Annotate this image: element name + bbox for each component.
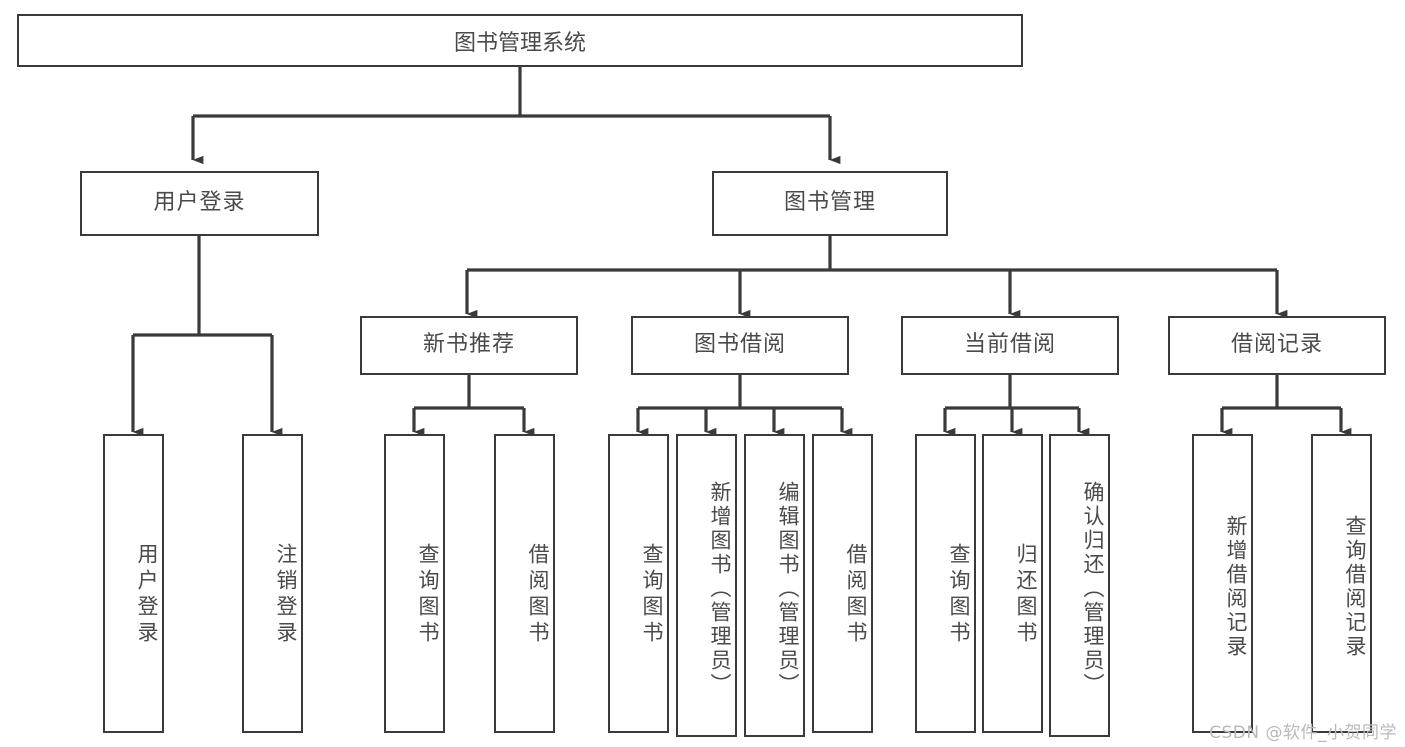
node-label: 查询借阅记录 — [1343, 514, 1367, 659]
node-book-management[interactable]: 图书管理 — [712, 171, 948, 236]
node-label: 新增图书（管理员） — [708, 480, 732, 697]
node-label: 归还图书 — [1014, 542, 1038, 647]
leaf-user-logout[interactable]: 注销登录 — [242, 434, 303, 733]
leaf-current-query-book[interactable]: 查询图书 — [915, 434, 976, 733]
leaf-current-return-book[interactable]: 归还图书 — [982, 434, 1043, 733]
node-label: 查询图书 — [416, 542, 440, 647]
node-label: 查询图书 — [640, 542, 664, 647]
node-label: 借阅图书 — [844, 542, 868, 647]
node-label: 查询图书 — [947, 542, 971, 647]
node-label: 新增借阅记录 — [1224, 514, 1248, 659]
node-label: 编辑图书（管理员） — [776, 480, 800, 697]
leaf-record-add-record[interactable]: 新增借阅记录 — [1192, 434, 1253, 733]
node-label: 用户登录 — [135, 542, 159, 647]
node-root-system[interactable]: 图书管理系统 — [17, 14, 1023, 67]
leaf-borrow-add-book-admin[interactable]: 新增图书（管理员） — [676, 434, 737, 737]
node-label: 用户登录 — [153, 190, 246, 216]
leaf-newbook-query-book[interactable]: 查询图书 — [384, 434, 445, 733]
node-label: 确认归还（管理员） — [1081, 480, 1105, 697]
leaf-borrow-borrow-book[interactable]: 借阅图书 — [812, 434, 873, 733]
node-label: 图书管理系统 — [453, 30, 586, 56]
node-label: 当前借阅 — [963, 332, 1056, 358]
node-label: 新书推荐 — [422, 332, 515, 358]
leaf-current-confirm-return-admin[interactable]: 确认归还（管理员） — [1049, 434, 1110, 737]
node-label: 借阅记录 — [1230, 332, 1323, 358]
leaf-borrow-edit-book-admin[interactable]: 编辑图书（管理员） — [744, 434, 805, 737]
node-current-borrow[interactable]: 当前借阅 — [901, 316, 1119, 375]
node-new-book-recommend[interactable]: 新书推荐 — [360, 316, 578, 375]
node-user-login[interactable]: 用户登录 — [80, 171, 319, 236]
node-label: 注销登录 — [274, 542, 298, 647]
watermark: CSDN @软件_小贺同学 — [1209, 723, 1397, 743]
leaf-borrow-query-book[interactable]: 查询图书 — [608, 434, 669, 733]
node-book-borrow[interactable]: 图书借阅 — [631, 316, 849, 375]
node-borrow-record[interactable]: 借阅记录 — [1168, 316, 1386, 375]
leaf-record-query-record[interactable]: 查询借阅记录 — [1311, 434, 1372, 733]
node-label: 借阅图书 — [526, 542, 550, 647]
node-label: 图书管理 — [783, 190, 876, 216]
leaf-user-login[interactable]: 用户登录 — [103, 434, 164, 733]
leaf-newbook-borrow-book[interactable]: 借阅图书 — [494, 434, 555, 733]
node-label: 图书借阅 — [693, 332, 786, 358]
